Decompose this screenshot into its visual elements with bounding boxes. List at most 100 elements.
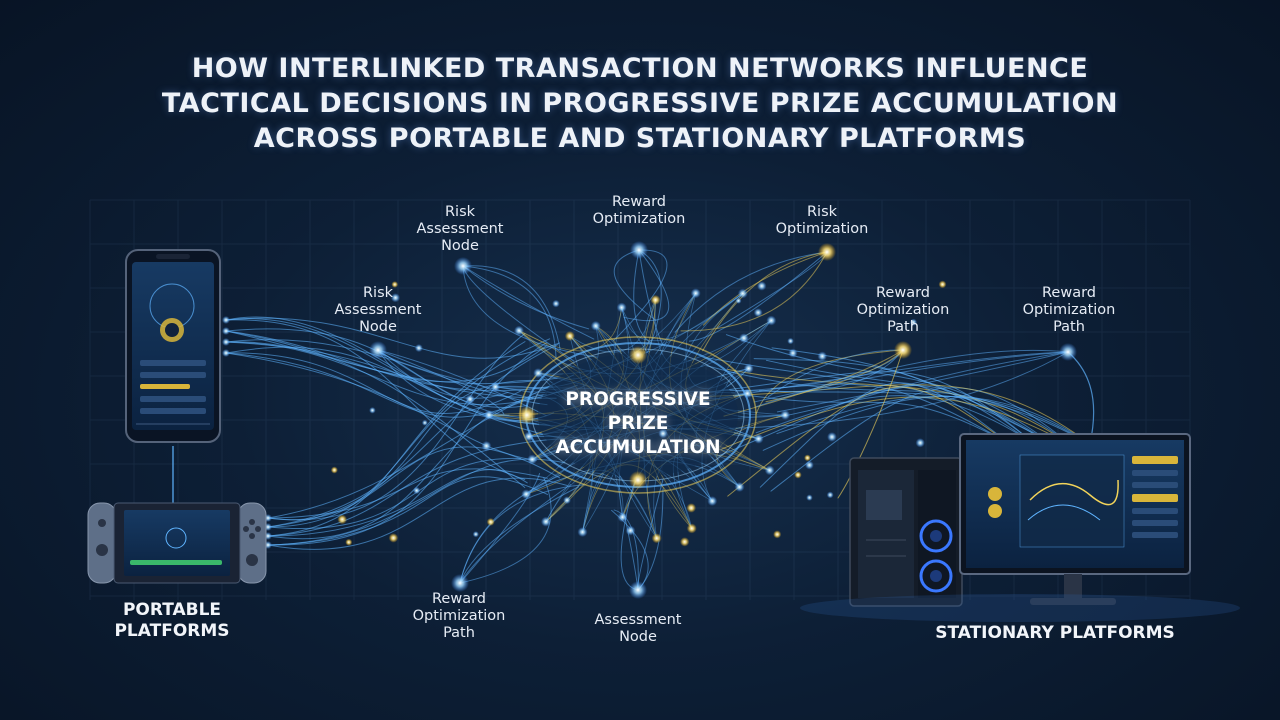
connection-line: [734, 351, 1069, 397]
connection-line: [776, 351, 1069, 413]
connection-line: [459, 484, 572, 584]
connection-line: [267, 341, 526, 537]
network-node: [1059, 343, 1077, 361]
connection-line: [225, 352, 521, 414]
connection-line: [771, 347, 1053, 445]
label-line: Reward: [1041, 285, 1096, 301]
port-node: [222, 327, 230, 335]
network-node: [563, 496, 571, 505]
connection-line: [377, 349, 509, 399]
network-node: [806, 494, 813, 501]
network-node: [909, 318, 918, 326]
connection-line: [621, 293, 744, 341]
network-node: [625, 525, 636, 536]
connection-line: [377, 349, 505, 415]
reward-optimization-path-mid-label: Reward Optimization Path: [857, 285, 950, 336]
connection-line: [756, 349, 904, 414]
label-line: Assessment: [594, 612, 682, 628]
connection-line: [776, 395, 1091, 445]
connection-line: [776, 395, 1036, 445]
network-node: [345, 538, 353, 546]
network-node: [533, 368, 544, 379]
connection-line: [267, 342, 547, 546]
connection-line: [225, 341, 548, 383]
network-node: [414, 344, 423, 353]
network-node: [773, 530, 782, 539]
connection-line: [267, 438, 564, 537]
stationary-platforms-label: STATIONARY PLATFORMS: [935, 623, 1175, 644]
connection-line: [377, 349, 510, 416]
network-node: [451, 574, 469, 592]
network-node: [804, 454, 811, 462]
network-node: [651, 533, 662, 544]
label-line: PLATFORMS: [114, 621, 230, 641]
label-line: Optimization: [775, 221, 869, 237]
connection-line: [729, 351, 1069, 429]
network-node: [421, 419, 428, 426]
connection-line: [377, 349, 537, 425]
connection-line: [611, 509, 649, 591]
network-node: [818, 243, 836, 261]
connection-line: [462, 265, 590, 330]
network-node: [472, 531, 479, 538]
network-node: [738, 333, 749, 344]
network-node: [787, 337, 794, 345]
connection-line: [709, 396, 1071, 455]
network-node: [483, 410, 494, 420]
network-node: [490, 381, 501, 392]
center-label-line: PROGRESSIVE: [565, 389, 711, 410]
label-line: Optimization: [856, 302, 950, 318]
reward-optimization-path-bottom-label: Reward Optimization Path: [413, 591, 506, 642]
network-node: [481, 440, 492, 451]
network-node: [788, 348, 798, 358]
phone-device: [125, 249, 221, 443]
network-node: [735, 297, 742, 304]
connection-line: [267, 458, 566, 546]
label-line: Optimization: [1022, 302, 1116, 318]
reward-optimization-top-label: Reward Optimization: [593, 194, 686, 228]
connection-line: [613, 249, 657, 321]
connection-line: [267, 477, 568, 550]
label-line: Assessment: [416, 221, 504, 237]
label-line: Risk: [444, 204, 476, 220]
network-node: [804, 460, 814, 470]
label-line: Risk: [806, 204, 838, 220]
connection-line: [459, 477, 552, 584]
assessment-node-bottom-label: Assessment Node: [595, 612, 682, 646]
label-line: Assessment: [334, 302, 422, 318]
connection-line: [267, 469, 528, 537]
network-node: [552, 299, 560, 308]
network-node: [337, 514, 348, 525]
network-node: [577, 527, 588, 538]
network-node: [617, 512, 628, 523]
port-node: [222, 338, 230, 346]
network-node: [390, 293, 401, 303]
network-node: [827, 432, 837, 442]
connection-line: [723, 349, 904, 417]
network-node: [369, 341, 387, 359]
network-node: [894, 341, 912, 359]
network-node: [742, 388, 753, 399]
connection-line: [225, 316, 555, 421]
connection-line: [758, 349, 904, 393]
label-line: Node: [441, 238, 479, 254]
connection-line: [770, 383, 1011, 445]
title-line-1: HOW INTERLINKED TRANSACTION NETWORKS INF…: [191, 53, 1089, 84]
label-line: PORTABLE: [122, 600, 222, 620]
connection-line: [225, 328, 528, 408]
network-node: [521, 489, 532, 500]
connection-line: [748, 394, 1011, 445]
label-line: Reward: [611, 194, 666, 210]
center-label: PROGRESSIVE PRIZE ACCUMULATION: [555, 388, 720, 460]
connection-line: [462, 265, 561, 351]
connection-line: [225, 317, 560, 359]
network-node: [388, 533, 399, 543]
connection-line: [225, 318, 550, 426]
network-node: [523, 431, 534, 442]
risk-assessment-node-top-label: Risk Assessment Node: [417, 204, 504, 255]
network-node: [369, 407, 376, 414]
port-node: [222, 349, 230, 357]
network-node: [391, 281, 399, 288]
pc-tower: [849, 457, 963, 607]
